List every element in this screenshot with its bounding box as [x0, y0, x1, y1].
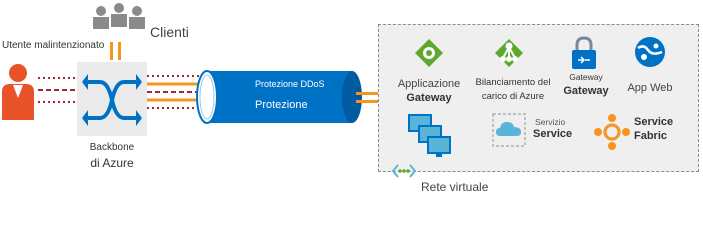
attacker-label: Utente malintenzionato	[2, 40, 105, 51]
app-gateway-label-2: Gateway	[406, 92, 452, 104]
vpn-gateway-label-1: Gateway	[569, 72, 603, 82]
virtual-machines-icon	[408, 114, 451, 157]
service-fabric-label-1: Service	[634, 116, 674, 128]
service-fabric-label-2: Fabric	[634, 130, 668, 142]
app-gateway-label-1: Applicazione	[397, 78, 461, 90]
ddos-to-vnet-line	[356, 100, 380, 103]
clients-icon	[93, 3, 145, 29]
vpn-gateway-label-2: Gateway	[563, 85, 609, 97]
ddos-protection-cylinder	[196, 70, 362, 124]
application-gateway-icon	[415, 39, 443, 67]
app-web-label: App Web	[627, 82, 673, 94]
attacker-icon	[2, 64, 34, 120]
ddos-to-vnet-line	[356, 92, 380, 95]
load-balancer-label-2: carico di Azure	[481, 91, 545, 102]
attack-traffic-lines	[38, 77, 78, 103]
load-balancer-icon	[495, 39, 523, 67]
service-fabric-icon	[594, 114, 630, 150]
ddos-label-1: Protezione DDoS	[255, 79, 325, 89]
clients-traffic-line	[110, 42, 113, 60]
app-service-web-icon	[635, 37, 665, 67]
backbone-label-1: Backbone	[89, 142, 135, 153]
backbone-router-icon	[82, 74, 142, 126]
virtual-network-label: Rete virtuale	[421, 180, 489, 194]
clients-label: Clienti	[150, 24, 189, 40]
cloud-service-icon	[492, 113, 526, 147]
backbone-to-ddos-lines	[147, 75, 205, 109]
ddos-label-2: Protezione	[255, 99, 308, 111]
cloud-service-label-1: Servizio	[535, 117, 566, 127]
vpn-gateway-icon	[572, 36, 596, 69]
backbone-label-2: di Azure	[90, 156, 134, 170]
virtual-network-icon	[392, 164, 416, 178]
load-balancer-label-1: Bilanciamento del	[475, 77, 551, 88]
cloud-service-label-2: Service	[533, 128, 573, 140]
clients-traffic-line	[118, 42, 121, 60]
